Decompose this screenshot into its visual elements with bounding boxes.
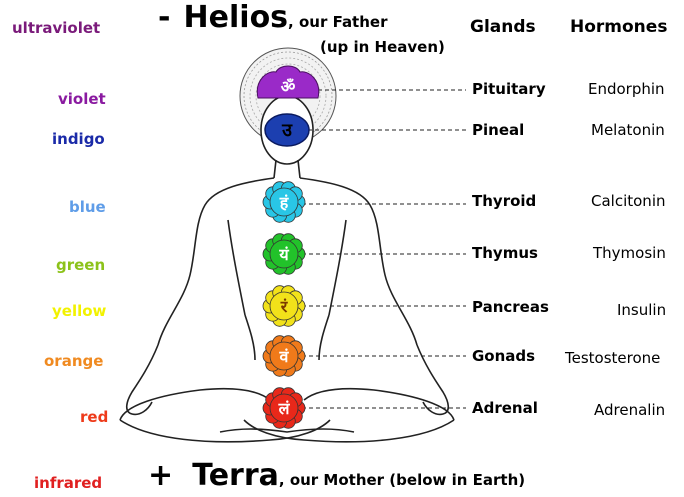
color-label-violet: violet xyxy=(58,90,106,108)
color-label-yellow: yellow xyxy=(52,302,106,320)
top-subtitle: , our Father xyxy=(288,13,387,31)
top-name: Helios xyxy=(184,0,289,35)
gland-thyroid: Thyroid xyxy=(472,192,536,210)
gland-thymus: Thymus xyxy=(472,244,538,262)
chakra-glyph-adrenal: लं xyxy=(278,399,291,418)
chakra-thymus: यं xyxy=(263,234,305,275)
glands-header: Glands xyxy=(470,17,536,37)
chakra-glyph-gonads: वं xyxy=(279,347,290,366)
leader-lines xyxy=(302,90,466,408)
color-label-indigo: indigo xyxy=(52,130,105,148)
top-heading: - Helios, our Father xyxy=(158,0,387,35)
gland-pancreas: Pancreas xyxy=(472,298,549,316)
hormones-header: Hormones xyxy=(570,17,667,37)
color-label-blue: blue xyxy=(69,198,106,216)
bottom-sign: + xyxy=(148,458,173,493)
chakra-glyph-pituitary: ॐ xyxy=(281,77,296,96)
chakra-glyph-pineal: उ xyxy=(281,120,293,141)
bottom-heading: + Terra, our Mother (below in Earth) xyxy=(148,458,525,493)
chakra-thyroid: हं xyxy=(263,182,305,223)
chakra-gonads: वं xyxy=(263,336,305,377)
chakra-pancreas: रं xyxy=(263,286,305,327)
hormone-endorphin: Endorphin xyxy=(588,80,665,98)
gland-gonads: Gonads xyxy=(472,347,535,365)
top-sign: - xyxy=(158,0,170,35)
bottom-subtitle: , our Mother (below in Earth) xyxy=(279,471,525,489)
hormone-testosterone: Testosterone xyxy=(565,349,660,367)
gland-pineal: Pineal xyxy=(472,121,524,139)
color-label-green: green xyxy=(56,256,105,274)
bottom-name: Terra xyxy=(192,458,279,493)
color-label-orange: orange xyxy=(44,352,103,370)
color-label-ultraviolet: ultraviolet xyxy=(12,19,100,37)
chakra-pineal: उ xyxy=(265,114,309,146)
gland-adrenal: Adrenal xyxy=(472,399,538,417)
color-label-infrared: infrared xyxy=(34,474,102,492)
hormone-calcitonin: Calcitonin xyxy=(591,192,666,210)
hormone-thymosin: Thymosin xyxy=(593,244,666,262)
hormone-insulin: Insulin xyxy=(617,301,666,319)
top-subtitle2: (up in Heaven) xyxy=(320,38,445,56)
hormone-melatonin: Melatonin xyxy=(591,121,665,139)
chakra-glyph-thyroid: हं xyxy=(279,193,290,212)
color-label-red: red xyxy=(80,408,108,426)
gland-pituitary: Pituitary xyxy=(472,80,546,98)
chakra-glyph-thymus: यं xyxy=(278,245,289,264)
chakra-adrenal: लं xyxy=(263,388,305,429)
hormone-adrenalin: Adrenalin xyxy=(594,401,665,419)
